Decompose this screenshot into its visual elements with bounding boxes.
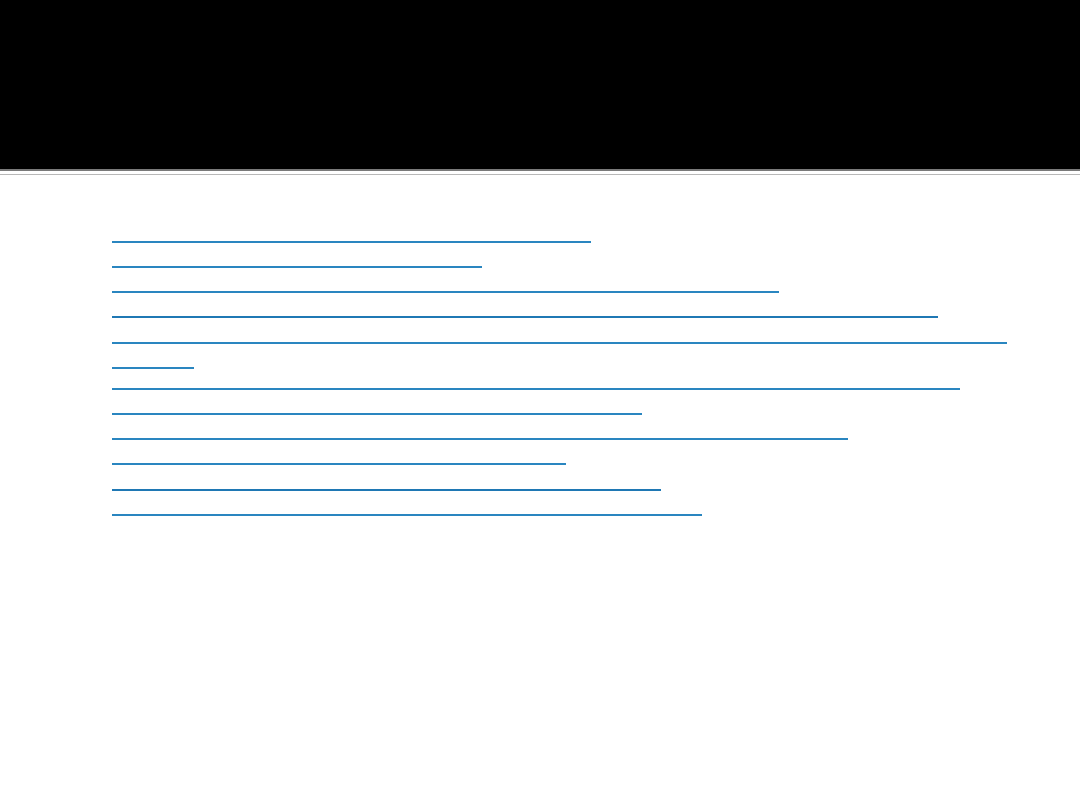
hyperlink-5-line-2[interactable] — [112, 367, 194, 369]
title-divider-thin — [0, 174, 1080, 175]
hyperlink-5-line-1[interactable] — [112, 342, 1007, 344]
hyperlink-10[interactable] — [112, 489, 661, 491]
hyperlink-8[interactable] — [112, 438, 848, 440]
hyperlink-3[interactable] — [112, 291, 779, 293]
hyperlink-1[interactable] — [112, 241, 591, 243]
hyperlink-4[interactable] — [112, 316, 938, 318]
hyperlink-11[interactable] — [112, 514, 702, 516]
hyperlink-9[interactable] — [112, 463, 566, 465]
hyperlink-6[interactable] — [112, 388, 960, 390]
hyperlink-7[interactable] — [112, 413, 642, 415]
slide-title-bar — [0, 0, 1080, 169]
hyperlink-2[interactable] — [112, 266, 482, 268]
title-divider-thick — [0, 169, 1080, 171]
